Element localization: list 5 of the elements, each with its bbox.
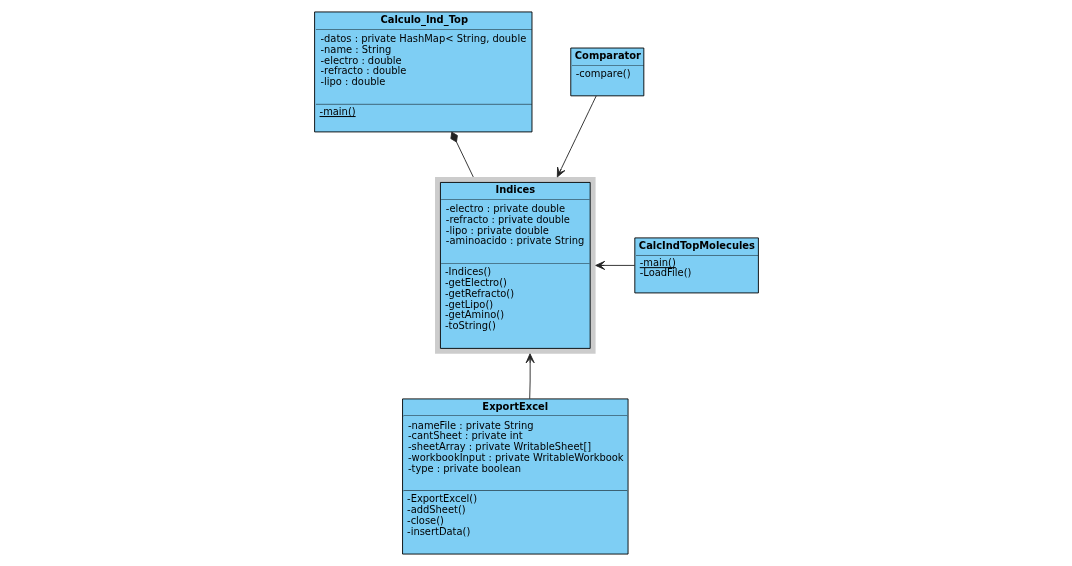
node-box: Indices -electro : private double -refracto : private double -lipo : private double -aminoacido : private String -Indices() -getElectro() -getRefracto() -getLipo() -getAmino() -toString() <box>434 177 596 354</box>
connector <box>449 131 474 178</box>
arrow <box>525 353 535 400</box>
arrow <box>594 260 635 270</box>
arrow <box>556 95 597 178</box>
